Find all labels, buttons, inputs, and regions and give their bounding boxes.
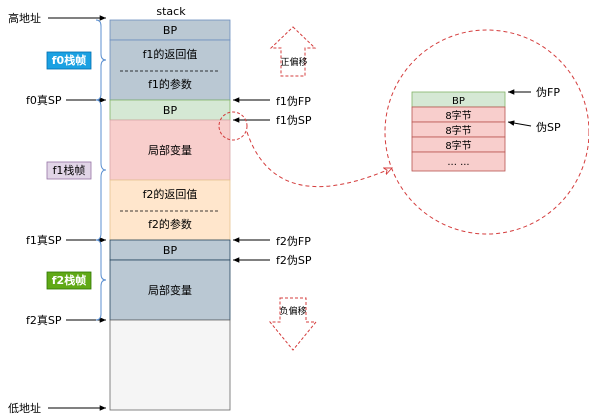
zoom-byte-label-3: 8字节 — [445, 139, 471, 152]
negative-offset-arrow — [268, 297, 318, 351]
f0-real-sp-label: f0真SP — [26, 93, 62, 107]
positive-offset-label: 正偏移 — [280, 56, 307, 68]
f1-return-label: f1的返回值 — [143, 47, 198, 61]
zoom-stack: BP 8字节 8字节 8字节 ... ... — [411, 91, 506, 172]
f2-frame-label: f2栈帧 — [52, 273, 86, 287]
zoom-pseudo-fp-label: 伪FP — [536, 86, 560, 99]
f0-frame-label: f0栈帧 — [52, 53, 86, 67]
zoom-bp-label: BP — [452, 96, 465, 107]
negative-offset-label: 负偏移 — [279, 305, 306, 317]
f2-pseudo-sp-label: f2伪SP — [276, 254, 312, 267]
zoom-pseudo-sp-label: 伪SP — [536, 121, 561, 134]
f1-locals-label: 局部变量 — [148, 143, 192, 157]
high-address-label: 高地址 — [8, 11, 41, 25]
positive-offset-arrow — [269, 26, 317, 77]
zoom-circle — [384, 29, 589, 235]
f1-real-sp-label: f1真SP — [26, 233, 62, 247]
zoom-ellipsis-cell — [411, 151, 506, 172]
f2-frame-badge — [46, 271, 92, 290]
f1-args-block — [109, 39, 231, 101]
f2-args-block — [109, 179, 231, 241]
f1-pseudo-fp-label: f1伪FP — [276, 95, 311, 108]
f2-locals-block — [109, 259, 231, 321]
f1-frame-label: f1栈帧 — [53, 163, 86, 177]
empty-stack-block — [109, 319, 231, 411]
f2-return-label: f2的返回值 — [143, 187, 198, 201]
f2-params-label: f2的参数 — [148, 217, 192, 231]
zoom-pseudo-sp-arrow — [507, 120, 532, 127]
zoom-source-circle — [218, 111, 248, 141]
zoom-ellipsis-label: ... ... — [447, 157, 469, 168]
zoom-connector — [246, 131, 392, 188]
stack-column: BP f1的返回值 f1的参数 BP 局部变量 f2的返回值 f2的参数 BP … — [109, 19, 231, 411]
zoom-byte-label-2: 8字节 — [445, 124, 471, 137]
f2-locals-label: 局部变量 — [148, 283, 192, 297]
f0-frame-badge — [46, 51, 92, 70]
f1-locals-block — [109, 119, 231, 181]
f1-params-label: f1的参数 — [148, 77, 192, 91]
f1-frame-badge — [46, 161, 92, 180]
low-address-label: 低地址 — [8, 401, 41, 415]
bp-f1-label: BP — [163, 104, 178, 117]
f2-pseudo-fp-label: f2伪FP — [276, 235, 311, 248]
f1-pseudo-sp-label: f1伪SP — [276, 114, 312, 127]
bp-top-label: BP — [163, 24, 178, 37]
f2-frame-brace — [95, 239, 107, 321]
zoom-byte-label-1: 8字节 — [445, 109, 471, 122]
f2-real-sp-label: f2真SP — [26, 313, 62, 327]
f0-frame-brace — [95, 19, 107, 101]
stack-title: stack — [156, 5, 186, 18]
f1-frame-brace — [95, 99, 107, 241]
bp-f2-label: BP — [163, 244, 178, 257]
